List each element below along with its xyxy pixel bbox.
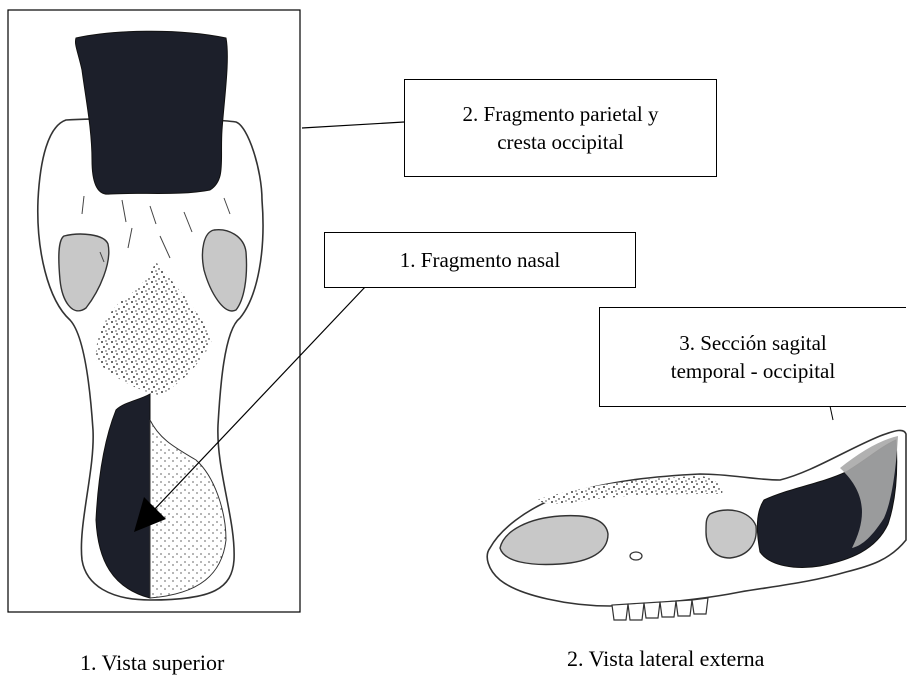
lateral-foramen [630,552,642,560]
parietal-label-line2: cresta occipital [497,128,624,156]
superior-view-caption: 1. Vista superior [80,650,224,676]
nasal-label: 1. Fragmento nasal [400,246,560,274]
sagittal-connector [830,406,833,420]
parietal-label-line1: 2. Fragmento parietal y [463,100,659,128]
parietal-fragment [75,31,227,194]
nasal-label-box: 1. Fragmento nasal [324,232,636,288]
sagittal-label-line2: temporal - occipital [671,357,835,385]
sagittal-label-box: 3. Sección sagital temporal - occipital [599,307,906,407]
lateral-orbit [706,510,756,558]
lateral-view-caption: 2. Vista lateral externa [567,646,764,672]
parietal-label-box: 2. Fragmento parietal y cresta occipital [404,79,717,177]
sagittal-label-line1: 3. Sección sagital [679,329,827,357]
parietal-connector [302,122,404,128]
